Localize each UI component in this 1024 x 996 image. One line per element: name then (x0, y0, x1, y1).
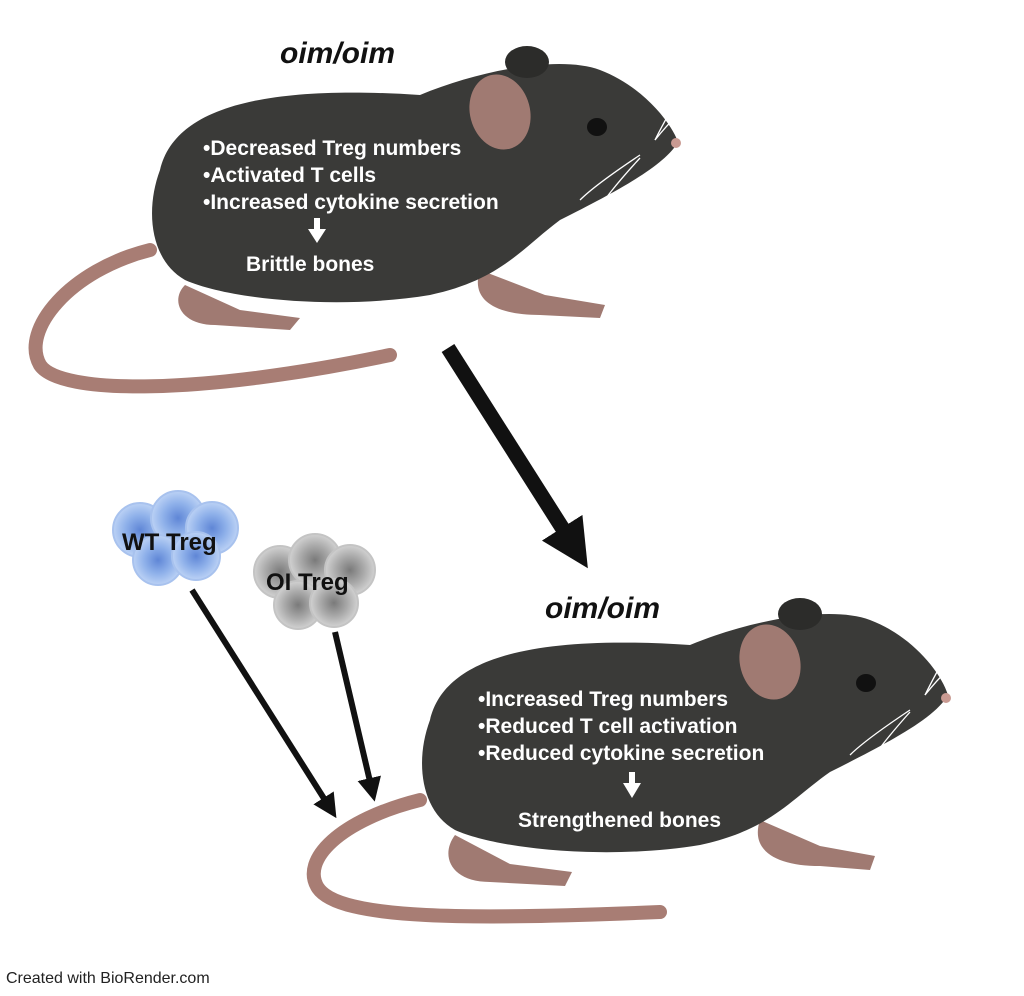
top-mouse-hind-foot (178, 285, 300, 330)
bottom-mouse-ear-back (778, 598, 822, 630)
bottom-genotype: oim/oim (545, 592, 660, 625)
top-mouse-body (152, 64, 679, 303)
bottom-mouse-fore-foot (757, 820, 875, 870)
top-bullet-3: •Increased cytokine secretion (203, 191, 499, 214)
wt-treg-arrow (189, 588, 337, 819)
top-mouse-fore-foot (477, 270, 605, 318)
biorender-credit: Created with BioRender.com (6, 970, 210, 987)
bottom-mouse-nose (941, 693, 951, 703)
top-mouse-tail (28, 243, 397, 394)
top-mouse-nose (671, 138, 681, 148)
bottom-mouse-tail (306, 793, 667, 924)
bottom-bullet-3: •Reduced cytokine secretion (478, 742, 764, 765)
wt-treg-label: WT Treg (122, 529, 217, 556)
bottom-bullet-2: •Reduced T cell activation (478, 715, 737, 738)
main-transition-arrow (441, 343, 588, 569)
bottom-mouse-whiskers (849, 634, 969, 773)
oi-treg-cell-cluster (253, 533, 376, 630)
top-mouse-ear-back (505, 46, 549, 78)
top-mouse-whiskers (579, 84, 699, 216)
bottom-mouse-eye (856, 674, 876, 692)
bottom-mouse-body (422, 614, 949, 853)
bottom-outcome: Strengthened bones (518, 809, 721, 832)
top-bullet-1: •Decreased Treg numbers (203, 137, 461, 160)
top-genotype: oim/oim (280, 37, 395, 70)
wt-treg-cell-cluster (112, 490, 239, 586)
top-down-arrow (308, 218, 326, 243)
top-bullet-2: •Activated T cells (203, 164, 376, 187)
bottom-mouse (306, 598, 969, 924)
top-outcome: Brittle bones (246, 253, 374, 276)
oi-treg-arrow (332, 631, 381, 802)
bottom-mouse-ear (739, 624, 801, 700)
top-mouse (28, 46, 699, 394)
bottom-bullet-1: •Increased Treg numbers (478, 688, 728, 711)
top-mouse-ear (469, 74, 531, 150)
top-mouse-eye (587, 118, 607, 136)
bottom-mouse-hind-foot (448, 835, 572, 886)
oi-treg-label: OI Treg (266, 569, 349, 596)
bottom-down-arrow (623, 772, 641, 798)
